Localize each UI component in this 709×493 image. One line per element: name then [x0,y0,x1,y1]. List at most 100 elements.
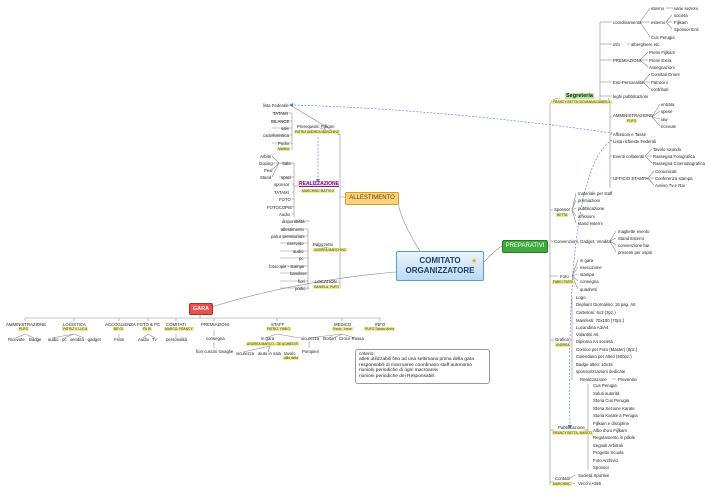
topic-gara-item[interactable]: consegna [206,336,225,341]
topic-grafica-item[interactable]: Volantini A5 [576,332,599,337]
topic-sponsor-item[interactable]: stand esterni [578,221,603,226]
topic-sponsor[interactable]: Sponsor [554,207,571,212]
topic-gara-item[interactable]: aiuto in sala [258,351,281,356]
topic-pubblicazione[interactable]: Pubblicazione [558,425,585,430]
topic-gara-item[interactable]: pc [62,337,67,342]
topic-lista-federale[interactable]: lista Federale [263,103,289,108]
topic-ufficio-item[interactable]: Avviso Tv e Rai [655,183,685,188]
topic-disponibilita[interactable]: disponibilità [282,219,305,224]
topic-foto-item[interactable]: esecuzione [580,265,602,270]
topic-pubblicazione-item[interactable]: Fijlkam e discipline [593,421,630,426]
topic-sala-item[interactable]: Doping [259,161,273,166]
topic-grafica-item[interactable]: Diploma A4 società [576,339,613,344]
topic-vecchi-atleti[interactable]: Vecchi Atleti [578,481,602,486]
topic-foto-item[interactable]: in gara [580,258,594,263]
topic-palazzetto-item[interactable]: podio [295,286,306,291]
topic-spazi-item[interactable]: FOTOCOPIE [267,205,293,210]
topic-item[interactable]: Podio [278,141,289,146]
topic-societa-sportive[interactable]: Società Sportive [578,473,610,478]
topic-grafica-item[interactable]: Badge atleti: 10x15 [576,362,613,367]
topic-sponsor-item[interactable]: materiale per staff [578,191,613,196]
topic-convenzioni-item[interactable]: Stand Esterni [618,236,644,241]
topic-gara-item[interactable]: Badge [29,337,42,342]
topic-gara-item[interactable]: Dottori [323,336,336,341]
topic-amministrazione-item[interactable]: spese [661,109,673,114]
topic-sponsor-item[interactable]: affissioni [578,214,595,219]
topic-premiazioni-item[interactable]: Premi Extra [649,58,672,63]
topic-ufficio-item[interactable]: Comunicati [655,169,677,174]
topic-coordinamento[interactable]: coordinamento [613,20,642,25]
topic-gara-item[interactable]: tavolo [284,351,296,356]
topic-eventi[interactable]: Eventi collaterali [613,154,645,159]
topic-pubblicazione-item[interactable]: Regolamento in pillole [593,435,636,440]
topic-enti-item[interactable]: Patrocini [651,80,668,85]
topic-premiazioni-item[interactable]: Premi Fijlkam [649,50,676,55]
topic-grafica[interactable]: Grafica [555,337,569,342]
topic-gara-item[interactable]: Audio [138,337,149,342]
topic-gara-item[interactable]: fiori cuscini tovaglie [196,349,234,354]
topic-gara-item[interactable]: Fessi [114,337,125,342]
topic-gara-item[interactable]: personalità [166,337,188,342]
topic-pubblicazione-item[interactable]: Progetto Scuola [593,450,624,455]
topic-esterno-item[interactable]: Fijlkam [674,20,688,25]
topic-amministrazione-item[interactable]: ricevute [661,124,677,129]
topic-palazzetto-item[interactable]: fotocopie - stampe [269,264,305,269]
topic-pubblicazione-item[interactable]: Segnali Arbitrali [593,443,623,448]
topic-foto-item[interactable]: quadretti [580,287,597,292]
topic-premiazioni[interactable]: PREMIAZIONI [613,58,641,63]
topic-eventi-item[interactable]: Rassegna Fotografica [653,154,696,159]
topic-gara-item[interactable]: Croce Rossa [339,336,364,341]
topic-gara-item[interactable]: vendita - gadget [70,337,101,342]
topic-amministrazione[interactable]: AMMINISTRAZIONE [613,113,654,118]
topic-contatti[interactable]: Contatti [555,476,570,481]
topic-gara-branch[interactable]: LOGISTICA [63,322,86,327]
topic-gara-item[interactable]: Ricevute [8,337,25,342]
topic-spazi-item[interactable]: Audio [279,212,290,217]
topic-palazzetto-item[interactable]: riservato [287,241,304,246]
topic-gara-branch[interactable]: COMITATI [166,322,186,327]
topic-palazzetto-item[interactable]: bandiere [290,271,307,276]
topic-sala-item[interactable]: Arbitri [260,154,272,159]
topic-item[interactable]: BILANCE [271,119,290,124]
topic-gara-branch[interactable]: PREMIAZIONI [201,322,229,327]
topic-convenzioni-item[interactable]: magliette evento [618,229,650,234]
topic-interno[interactable]: interno [651,6,665,11]
topic-sala-item[interactable]: Stand [260,175,272,180]
topic-palazzetto-item[interactable]: allestimento [281,227,304,232]
topic-premiazioni-item[interactable]: Assegnazioni [649,65,675,70]
topic-enti-item[interactable]: contributi [651,87,669,92]
topic-spazi[interactable]: spazi [281,175,292,180]
topic-grafica-item[interactable]: Depliant Giornalino: 16 pag. A5 [576,302,636,307]
topic-gara-item[interactable]: audio [48,337,59,342]
topic-gara-branch[interactable]: MEDICO [334,322,352,327]
topic-grafica-item[interactable]: Manifesti: 70x100 (70pz.) [576,318,625,323]
topic-gara[interactable]: GARA [189,303,213,315]
topic-sponsor-item[interactable]: pubblicazione [578,206,605,211]
topic-grafica-item[interactable]: Cornice per Foto (Master) (8pz.) [576,347,638,352]
topic-pubblicazione-item[interactable]: Saluti autorità [593,391,620,396]
topic-leghi[interactable]: leghi pubblicazioni [613,94,649,99]
topic-item[interactable]: sale [281,126,289,131]
topic-gara-branch[interactable]: AMMINISTRAZIONE [6,322,47,327]
topic-preparativi[interactable]: PREPARATIVI [502,240,548,253]
topic-esterno-item[interactable]: Sponsor Enti [674,27,699,32]
topic-info[interactable]: info [613,42,620,47]
topic-grafica-item[interactable]: Calendario per Atleti (500pz.) [576,354,632,359]
topic-convenzioni[interactable]: Convenzioni, Gadget, Vendita [554,239,611,244]
topic-enti-item[interactable]: Comitati Onore [651,72,680,77]
topic-location[interactable]: LOCATION [315,279,337,284]
topic-convenzioni-item[interactable]: presenti per ospiti [618,250,652,255]
topic-ufficio-item[interactable]: Conferenza stampa [655,176,693,181]
topic-eventi-item[interactable]: Rassegna Cinematografica [653,161,705,166]
topic-gara-branch[interactable]: ACCOGLIENZA [105,322,136,327]
topic-foto-item[interactable]: stampa [580,272,595,277]
topic-sala-item[interactable]: Pesi [264,168,273,173]
topic-item[interactable]: TATAMI [273,111,288,116]
topic-sponsor-item[interactable]: premiazioni [578,198,600,203]
topic-grafica-item[interactable]: Logo [576,295,586,300]
topic-palazzetto-item[interactable]: fiori [298,279,305,284]
topic-cus[interactable]: Cus Perugia [651,35,675,40]
topic-affissioni[interactable]: Affissioni e Tasse [613,132,647,137]
topic-pubblicazione-item[interactable]: Cus Perugia [593,383,617,388]
topic-interno-item[interactable]: varie sezioni [674,6,698,11]
